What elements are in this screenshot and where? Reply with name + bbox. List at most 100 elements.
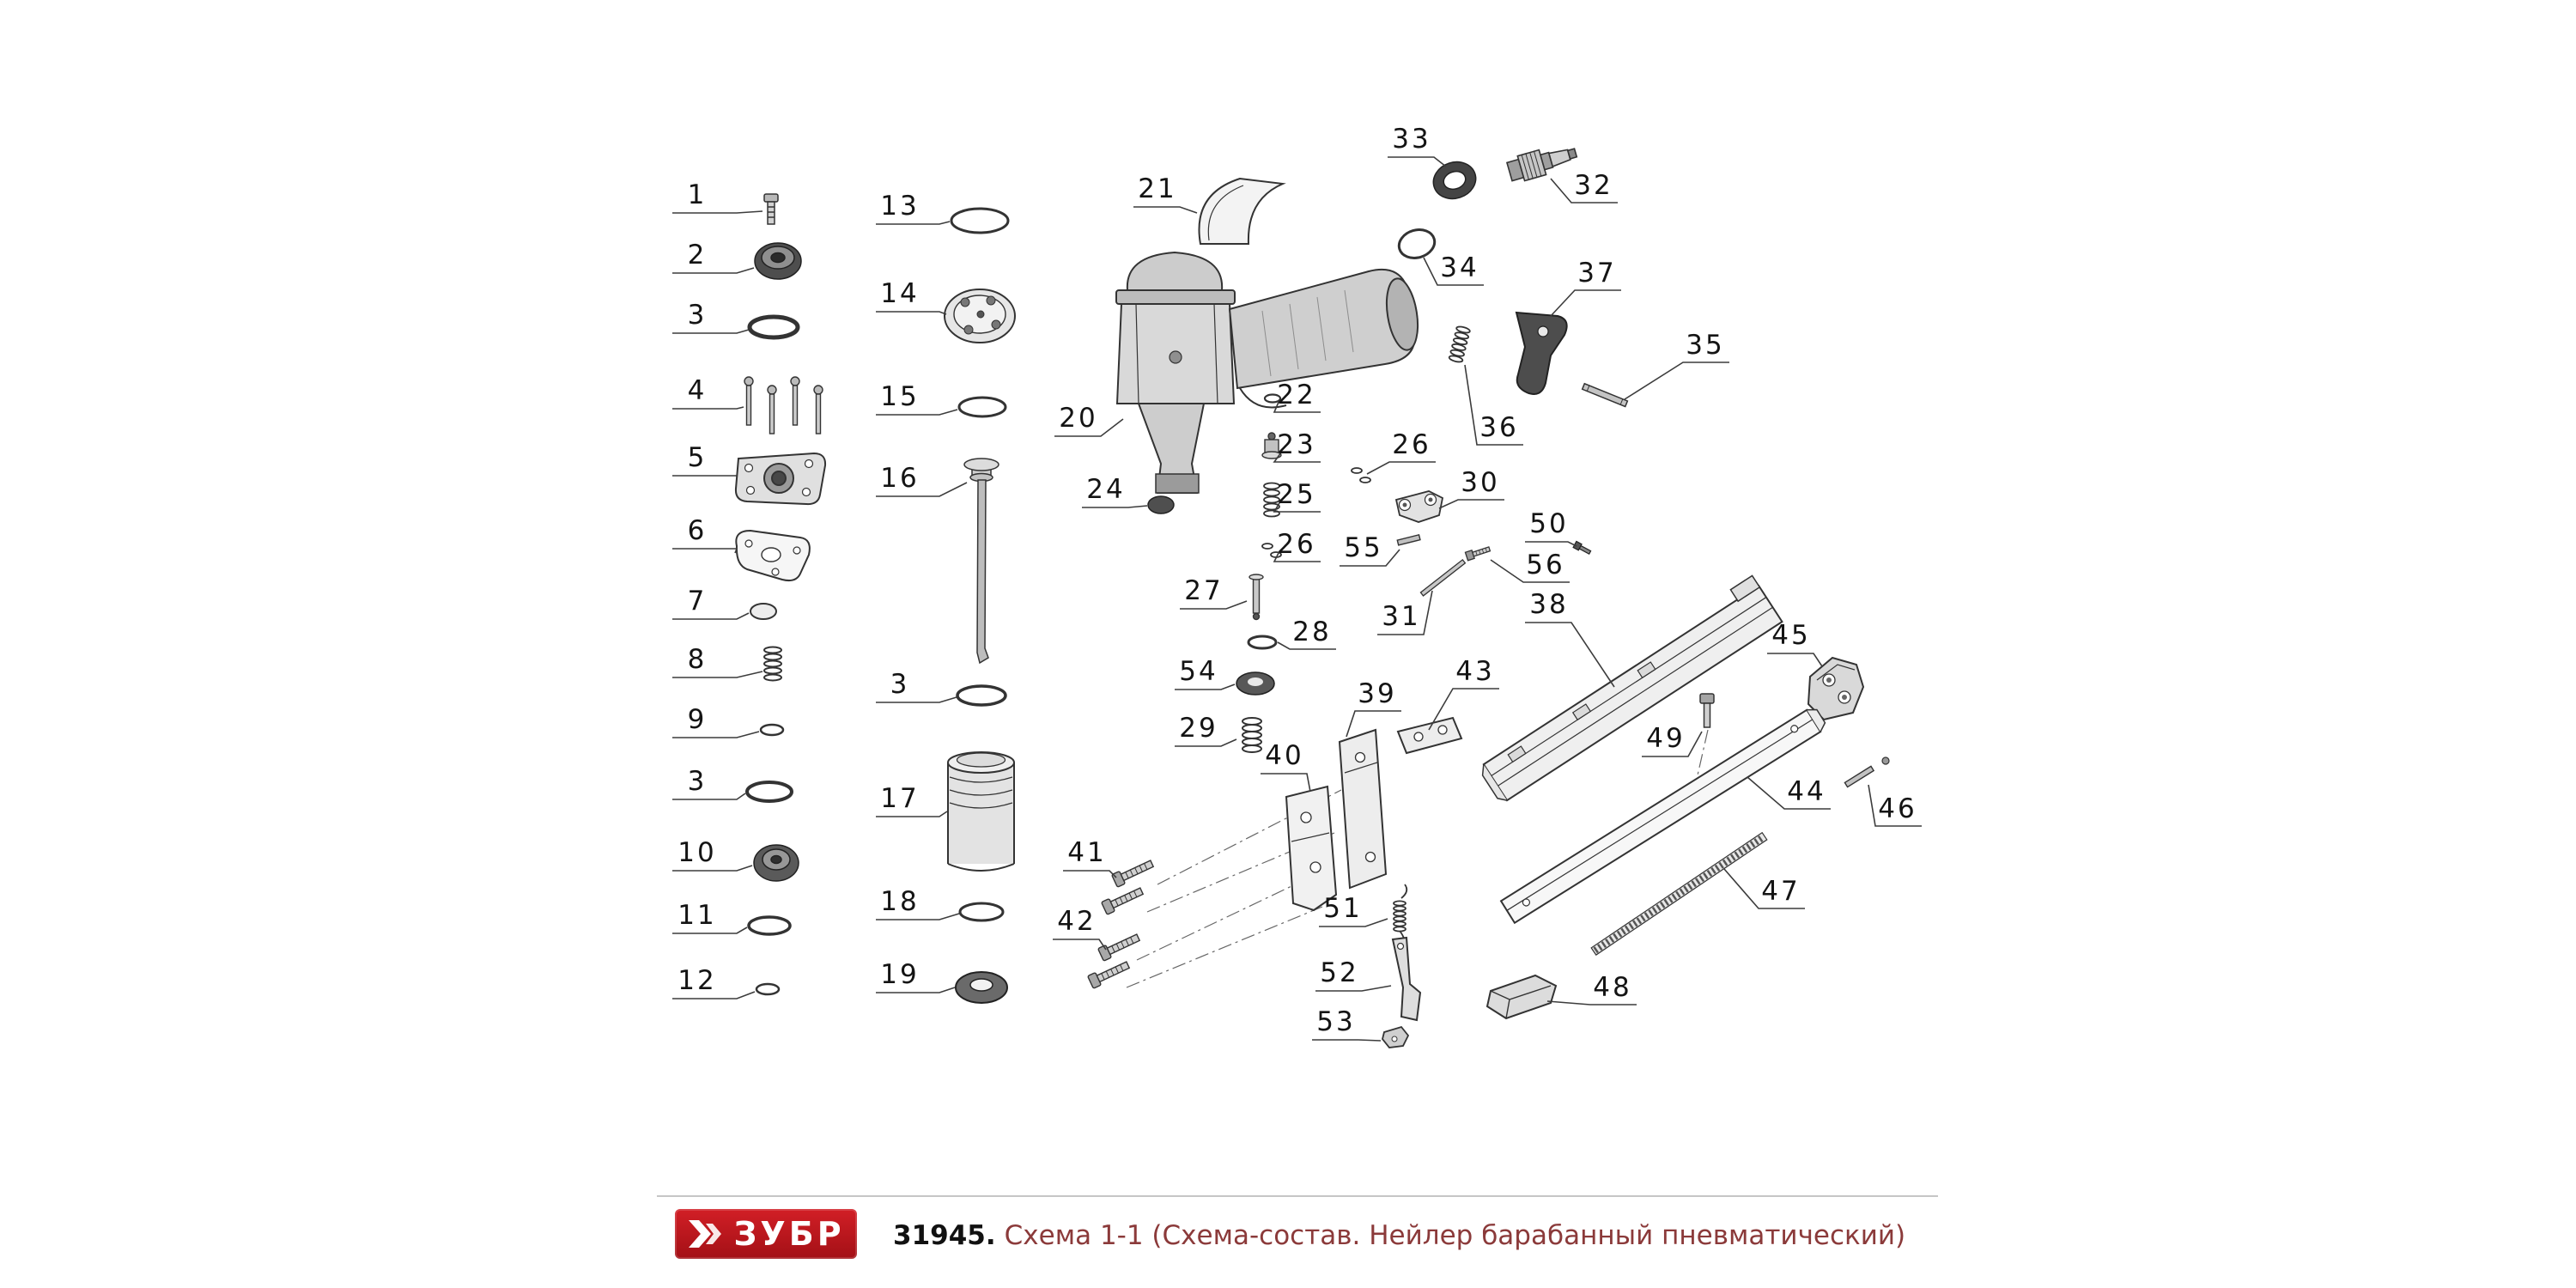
part-label-16: 16	[880, 463, 919, 494]
callout-14: 14	[876, 278, 947, 315]
callout-2: 2	[672, 240, 755, 274]
part-label-18: 18	[880, 886, 919, 917]
part-label-51: 51	[1323, 893, 1362, 924]
part-label-35: 35	[1686, 330, 1724, 361]
callout-29: 29	[1175, 713, 1237, 747]
part-label-44: 44	[1787, 776, 1826, 807]
part-22-o-ring	[1263, 393, 1282, 404]
part-41-bolts	[1100, 856, 1156, 915]
callout-36: 36	[1464, 364, 1523, 446]
callout-3b: 3	[672, 766, 746, 800]
callout-19: 19	[876, 959, 956, 993]
part-label-21: 21	[1138, 173, 1176, 204]
part-2-cap-nut	[754, 242, 802, 280]
part-label-53: 53	[1316, 1006, 1355, 1037]
part-43-plate	[1396, 716, 1463, 755]
part-label-9: 9	[688, 704, 708, 735]
part-47-spring-strip	[1590, 831, 1768, 956]
footer-caption: 31945.Схема 1-1 (Схема-состав. Нейлер ба…	[893, 1220, 1905, 1251]
part-19-bumper	[955, 971, 1008, 1004]
part-label-4: 4	[688, 375, 708, 406]
part-53-clip	[1382, 1025, 1410, 1048]
part-label-50: 50	[1529, 508, 1568, 539]
part-label-11: 11	[677, 900, 716, 931]
callout-27: 27	[1180, 575, 1248, 610]
callout-18: 18	[876, 886, 960, 920]
part-16-driver-blade	[963, 458, 999, 665]
callout-52: 52	[1315, 957, 1392, 992]
callout-50: 50	[1525, 508, 1577, 547]
part-11-o-ring	[747, 915, 792, 936]
part-label-8: 8	[688, 644, 708, 675]
part-24-knob	[1147, 495, 1175, 514]
callout-10: 10	[672, 837, 753, 872]
part-label-19: 19	[880, 959, 919, 990]
part-7-seal	[750, 603, 777, 620]
part-label-40: 40	[1265, 740, 1303, 771]
part-8-spring	[763, 646, 782, 682]
part-label-54: 54	[1179, 656, 1218, 687]
part-label-28: 28	[1292, 617, 1331, 647]
part-label-7: 7	[688, 586, 708, 617]
part-44-rail	[1499, 708, 1826, 925]
callout-53: 53	[1312, 1006, 1382, 1042]
part-37-trigger	[1515, 311, 1568, 395]
part-31-pin	[1419, 558, 1467, 597]
part-1-screw	[763, 193, 779, 225]
part-18-o-ring	[958, 902, 1005, 922]
callout-56: 56	[1490, 550, 1570, 583]
part-label-46: 46	[1878, 793, 1917, 824]
part-46-pin	[1844, 756, 1890, 788]
part-26b-o-rings	[1351, 467, 1371, 483]
part-55-pin	[1396, 533, 1421, 546]
part-5-deflector-cap	[734, 452, 827, 506]
part-label-38: 38	[1529, 589, 1568, 620]
part-label-22: 22	[1277, 380, 1315, 410]
part-label-15: 15	[880, 381, 919, 412]
part-50-screw	[1572, 540, 1592, 555]
part-label-43: 43	[1455, 656, 1494, 687]
callout-16: 16	[876, 463, 968, 497]
callout-47: 47	[1723, 868, 1805, 909]
part-label-37: 37	[1577, 258, 1616, 289]
callout-3a: 3	[672, 300, 750, 334]
part-label-56: 56	[1526, 550, 1564, 580]
part-27-valve-stem	[1249, 574, 1264, 621]
part-4-pins	[744, 376, 823, 434]
part-33-ring	[1432, 161, 1477, 200]
part-13-o-ring	[950, 207, 1010, 234]
part-label-45: 45	[1771, 620, 1810, 651]
callout-3c: 3	[876, 669, 957, 703]
part-label-25: 25	[1277, 479, 1315, 510]
part-label-3b: 3	[688, 766, 708, 797]
part-30-lever	[1394, 490, 1444, 523]
part-label-39: 39	[1358, 678, 1396, 709]
part-label-26a: 26	[1277, 529, 1315, 560]
callout-39: 39	[1346, 678, 1401, 738]
callout-6: 6	[672, 515, 738, 554]
callout-8: 8	[672, 644, 763, 678]
part-34-o-ring	[1397, 228, 1437, 259]
callout-35: 35	[1624, 330, 1729, 400]
part-25-spring	[1263, 482, 1280, 518]
part-15-o-ring	[957, 396, 1007, 418]
part-23-valve	[1261, 432, 1282, 459]
part-label-12: 12	[677, 965, 716, 996]
schema-code: 31945.	[893, 1220, 996, 1251]
callout-28: 28	[1277, 617, 1336, 650]
part-label-24: 24	[1086, 474, 1125, 505]
part-label-32: 32	[1574, 170, 1613, 201]
part-label-17: 17	[880, 783, 919, 814]
callouts: 1 2 3 4 5 6 7 8 9 3 10 11 12 13 14 15 16…	[672, 124, 1922, 1042]
callout-44: 44	[1747, 776, 1831, 810]
part-label-36: 36	[1479, 412, 1518, 443]
callout-30: 30	[1438, 467, 1504, 509]
part-36-spring	[1448, 325, 1471, 363]
callout-20: 20	[1054, 403, 1124, 437]
part-28-o-ring	[1247, 635, 1278, 650]
part-48-bracket	[1485, 974, 1558, 1020]
part-label-30: 30	[1461, 467, 1499, 498]
callout-12: 12	[672, 965, 756, 999]
part-21-top-cover	[1198, 177, 1286, 245]
callout-13: 13	[876, 191, 951, 225]
